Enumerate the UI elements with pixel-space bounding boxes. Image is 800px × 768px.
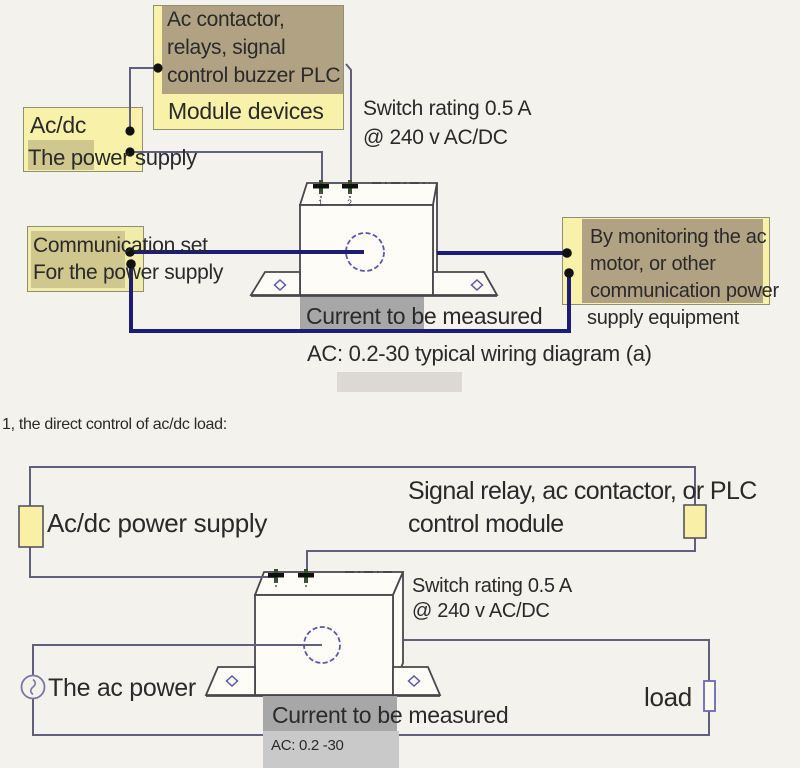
load-component [703, 680, 716, 712]
wire-acdc-to-plc [129, 67, 157, 131]
wire-acdc-to-terminal1 [130, 151, 323, 183]
acdc-box-line2: The power supply [28, 145, 197, 170]
monitoring-box [562, 217, 770, 305]
ac-power-label: The ac power [48, 674, 196, 702]
terminal1-number-top: 1 [318, 198, 324, 208]
relay-label-line1: Signal relay, ac contactor, or PLC [408, 477, 757, 505]
wire-control-loop-bottom [29, 466, 696, 578]
monitoring-box-tan-area [582, 219, 763, 303]
switch-rating-bottom-line1: Switch rating 0.5 A [412, 575, 572, 597]
junction-dots-top [125, 63, 574, 278]
monitor-box-line3: communication power [590, 280, 779, 302]
sensor-right-flange [432, 271, 499, 296]
contactor-module-box-tan-area [162, 6, 343, 94]
acdc-power-supply-label: Ac/dc power supply [47, 508, 268, 538]
switch-rating-top-line2: @ 240 v AC/DC [363, 126, 508, 149]
communication-set-box [27, 226, 144, 292]
current-label-highlight-top [300, 295, 424, 332]
acdc-supply-box [23, 107, 143, 172]
comm-box-line1: Communication set [33, 234, 208, 257]
navy-wires-top [129, 250, 571, 333]
sensor-hole [345, 232, 385, 272]
module-devices-label: Module devices [168, 98, 324, 124]
communication-set-box-khaki-area [31, 231, 125, 288]
range-label: AC: 0.2 -30 [271, 737, 344, 754]
sensor2-left-flange [204, 666, 256, 696]
flange-hole-right [470, 278, 484, 292]
current-label-highlight-bottom [263, 696, 397, 731]
current-to-be-measured-top: Current to be measured [306, 303, 543, 329]
sensor-terminals-top [313, 180, 358, 199]
range-label-highlight [263, 731, 399, 768]
control-wires-top [129, 63, 352, 184]
comm-box-line2: For the power supply [33, 261, 224, 284]
acdc-supply-box-khaki-strip [28, 140, 94, 170]
wire-plc-to-terminal2 [345, 63, 352, 184]
load-label: load [644, 682, 692, 712]
caption-ghost-highlight [337, 372, 462, 392]
relay-component [683, 504, 707, 539]
flange-hole-left [273, 278, 287, 292]
caption-top-diagram: AC: 0.2-30 typical wiring diagram (a) [307, 341, 652, 366]
switch-rating-top-line1: Switch rating 0.5 A [363, 97, 532, 120]
contactor-module-box [153, 5, 344, 130]
bottom-diagram-heading: 1, the direct control of ac/dc load: [2, 416, 227, 433]
flange2-hole-right [407, 674, 421, 688]
sensor2-right-flange [392, 666, 442, 696]
acdc-box-line1: Ac/dc [30, 112, 87, 138]
switch-rating-bottom-line2: @ 240 v AC/DC [412, 600, 550, 622]
current-sensor-bottom [204, 571, 442, 697]
contactor-box-line3: control buzzer PLC [167, 64, 341, 87]
relay-label-line2: control module [408, 510, 564, 538]
ac-source-symbol [20, 674, 46, 700]
current-sensor-top [249, 182, 499, 297]
acdc-supply-component [18, 505, 44, 548]
contactor-box-line1: Ac contactor, [167, 8, 285, 31]
contactor-box-line2: relays, signal [167, 36, 286, 59]
monitor-box-line4: supply equipment [587, 307, 739, 329]
current-to-be-measured-bottom: Current to be measured [272, 702, 509, 728]
monitor-box-line1: By monitoring the ac [590, 226, 767, 248]
sensor-terminals-bottom [268, 569, 314, 589]
flange2-hole-left [225, 674, 239, 688]
wire-comm-return-loop [129, 264, 571, 333]
terminal2-number-top: 2 [347, 198, 353, 208]
monitor-box-line2: motor, or other [590, 253, 716, 275]
